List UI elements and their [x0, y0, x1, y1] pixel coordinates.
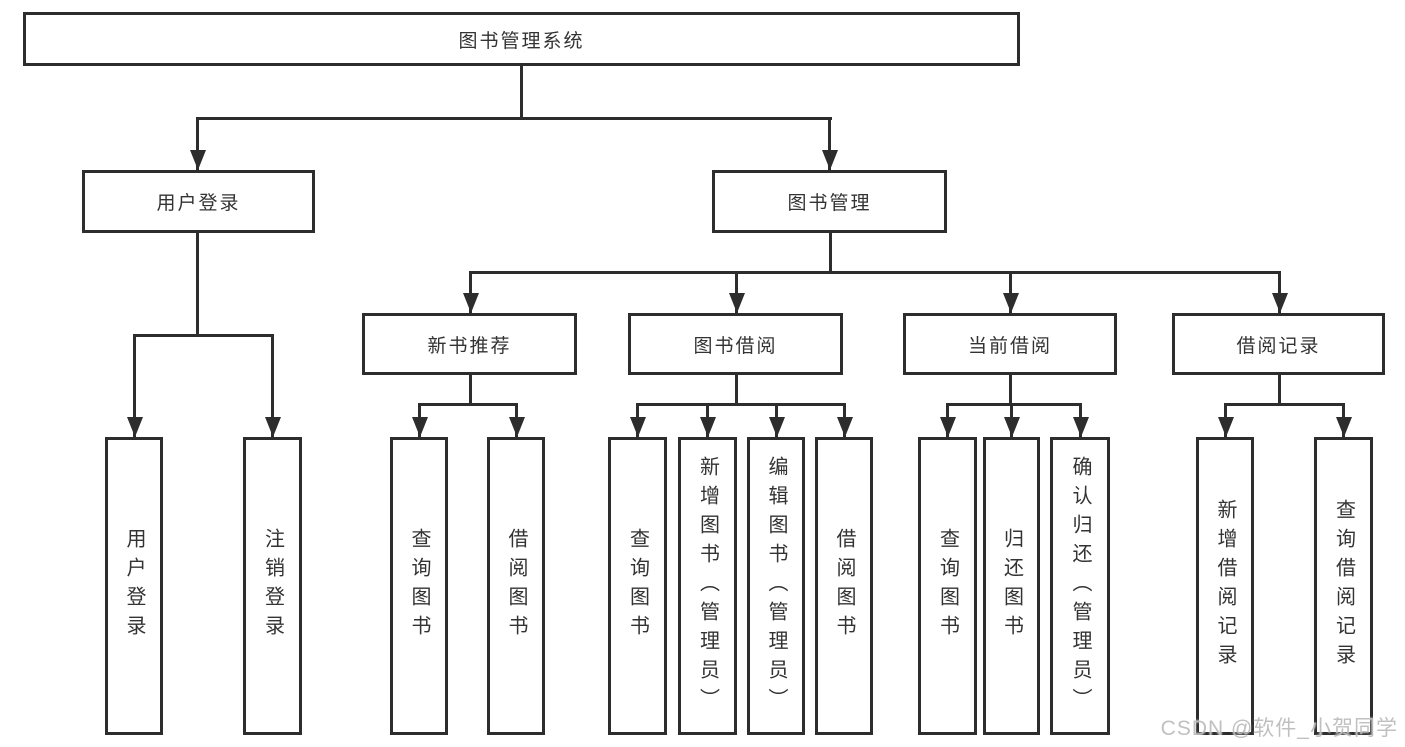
leaf-borrow-book-1-label: 借阅图书 — [505, 528, 527, 644]
arrow-to-leaf-query-book-1 — [418, 403, 421, 437]
arrow-to-leaf-return-book — [1010, 403, 1013, 437]
arrow-to-leaf-add-book — [706, 403, 709, 437]
node-new-book-recommend-label: 新书推荐 — [427, 335, 512, 357]
node-book-borrow: 图书借阅 — [628, 313, 843, 375]
leaf-add-borrow-record-label: 新增借阅记录 — [1214, 499, 1236, 673]
leaf-borrow-book-2-label: 借阅图书 — [833, 528, 855, 644]
node-book-borrow-label: 图书借阅 — [693, 335, 778, 357]
arrow-to-leaf-user-login — [133, 334, 136, 437]
connector-book-management-stem — [829, 232, 832, 273]
node-book-management-label: 图书管理 — [787, 193, 872, 214]
leaf-add-book: 新增图书（管理员） — [678, 437, 737, 735]
connector-borrow-records-branch — [1224, 403, 1345, 406]
arrow-to-leaf-edit-book — [775, 403, 778, 437]
leaf-query-book-3: 查询图书 — [918, 437, 977, 735]
connector-new-book-recommend-branch — [418, 403, 518, 406]
leaf-query-book-1: 查询图书 — [390, 437, 448, 735]
arrow-to-book-management — [828, 117, 831, 170]
leaf-return-book-label: 归还图书 — [1000, 528, 1023, 644]
leaf-query-book-2: 查询图书 — [608, 437, 667, 735]
arrow-to-borrow-records — [1278, 271, 1281, 313]
node-root-label: 图书管理系统 — [458, 30, 585, 52]
arrow-to-user-login — [196, 117, 199, 170]
node-current-borrow-label: 当前借阅 — [967, 335, 1052, 357]
node-borrow-records-label: 借阅记录 — [1236, 335, 1321, 357]
node-borrow-records: 借阅记录 — [1172, 313, 1385, 375]
node-root: 图书管理系统 — [23, 12, 1020, 66]
csdn-watermark: CSDN @软件_小贺同学 — [1160, 717, 1398, 740]
leaf-return-book: 归还图书 — [983, 437, 1040, 735]
leaf-edit-book: 编辑图书（管理员） — [747, 437, 805, 735]
arrow-to-leaf-confirm-return — [1079, 403, 1082, 437]
connector-book-management-branch — [469, 271, 1281, 274]
leaf-confirm-return: 确认归还（管理员） — [1050, 437, 1110, 735]
leaf-query-book-3-label: 查询图书 — [936, 528, 959, 644]
connector-user-login-stem — [196, 232, 199, 335]
node-book-management: 图书管理 — [712, 170, 947, 233]
connector-book-borrow-branch — [636, 403, 846, 406]
arrow-to-leaf-borrow-book-1 — [515, 403, 518, 437]
leaf-add-book-label: 新增图书（管理员） — [696, 455, 719, 717]
connector-book-borrow-stem — [735, 375, 738, 405]
leaf-query-book-1-label: 查询图书 — [408, 528, 430, 644]
connector-current-borrow-stem — [1009, 375, 1012, 405]
leaf-query-borrow-record: 查询借阅记录 — [1314, 437, 1373, 735]
connector-new-book-recommend-stem — [469, 375, 472, 405]
node-new-book-recommend: 新书推荐 — [362, 313, 577, 375]
node-user-login-label: 用户登录 — [156, 193, 241, 214]
node-user-login: 用户登录 — [82, 170, 315, 233]
arrow-to-new-book-recommend — [469, 271, 472, 313]
leaf-logout: 注销登录 — [243, 437, 302, 735]
connector-user-login-branch — [133, 334, 274, 337]
arrow-to-leaf-query-record — [1342, 403, 1345, 437]
arrow-to-leaf-logout — [271, 334, 274, 437]
connector-root-branch — [196, 117, 832, 120]
node-current-borrow: 当前借阅 — [903, 313, 1117, 375]
leaf-user-login-label: 用户登录 — [123, 528, 145, 644]
arrow-to-current-borrow — [1009, 271, 1012, 313]
arrow-to-leaf-query-book-2 — [636, 403, 639, 437]
leaf-confirm-return-label: 确认归还（管理员） — [1069, 455, 1091, 717]
leaf-user-login: 用户登录 — [105, 437, 163, 735]
leaf-borrow-book-2: 借阅图书 — [815, 437, 873, 735]
leaf-edit-book-label: 编辑图书（管理员） — [765, 455, 787, 717]
arrow-to-leaf-add-record — [1224, 403, 1227, 437]
leaf-add-borrow-record: 新增借阅记录 — [1196, 437, 1254, 735]
leaf-query-book-2-label: 查询图书 — [626, 528, 649, 644]
connector-current-borrow-branch — [946, 403, 1082, 406]
leaf-borrow-book-1: 借阅图书 — [487, 437, 545, 735]
leaf-logout-label: 注销登录 — [261, 528, 284, 644]
arrow-to-book-borrow — [735, 271, 738, 313]
connector-borrow-records-stem — [1278, 375, 1281, 405]
connector-root-stem — [520, 66, 523, 118]
arrow-to-leaf-borrow-book-2 — [843, 403, 846, 437]
arrow-to-leaf-query-book-3 — [946, 403, 949, 437]
leaf-query-borrow-record-label: 查询借阅记录 — [1332, 499, 1355, 673]
